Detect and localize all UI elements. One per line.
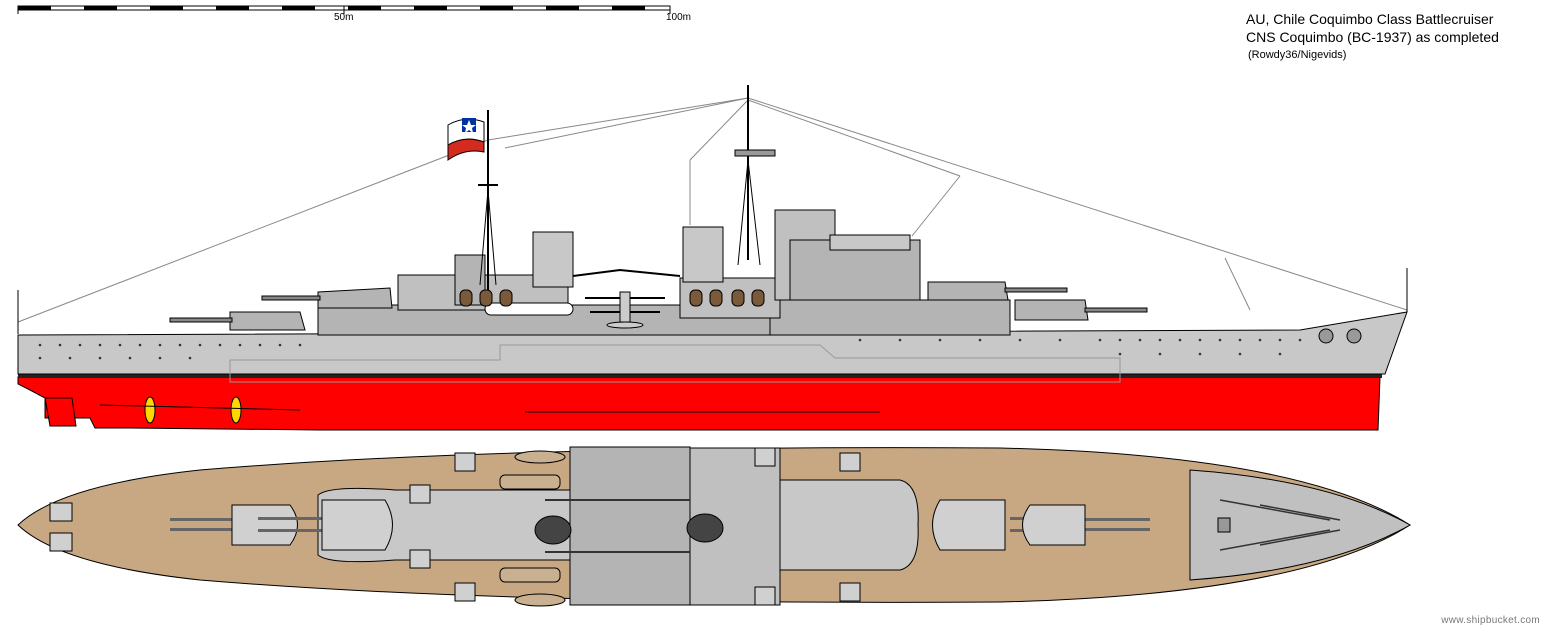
- scale-label-50m: 50m: [334, 12, 354, 23]
- ship-name-subtitle: CNS Coquimbo (BC-1937) as completed: [1246, 29, 1499, 45]
- secondary-turrets: [49, 447, 861, 606]
- boats-plan: [499, 450, 566, 607]
- turret-a-plan: [170, 504, 298, 546]
- turret-x-profile: [927, 281, 1068, 301]
- boot-topping: [18, 374, 1382, 378]
- author-credit: (Rowdy36/Nigevids): [1248, 49, 1347, 61]
- forward-funnel: [532, 231, 574, 288]
- armor-belt-outline: [229, 344, 1121, 383]
- turret-y-profile: [1014, 299, 1148, 321]
- aft-funnel-top: [686, 513, 724, 543]
- scale-label-100m: 100m: [666, 12, 692, 23]
- propeller-icon: [144, 396, 156, 424]
- propeller-icon: [230, 396, 242, 424]
- anchor-icon: [1318, 328, 1334, 344]
- deckhouse-ports: [459, 289, 765, 307]
- watermark: www.shipbucket.com: [1441, 615, 1540, 626]
- floatplane-icon: [585, 291, 665, 329]
- anchor-chains: [1219, 499, 1341, 551]
- aft-funnel: [682, 226, 724, 283]
- chile-flag-icon: [447, 118, 485, 161]
- turret-b-profile: [261, 287, 393, 309]
- crane-gantry: [572, 268, 681, 277]
- turret-b-plan: [258, 499, 393, 551]
- rudder: [44, 397, 77, 427]
- aft-deckhouse: [769, 299, 1011, 336]
- scale-bar: [17, 5, 671, 14]
- turret-a-profile: [169, 311, 306, 331]
- ship-class-title: AU, Chile Coquimbo Class Battlecruiser: [1246, 11, 1494, 27]
- forward-funnel-top: [534, 515, 572, 545]
- central-superstructure: [569, 446, 691, 606]
- turret-y-plan: [1022, 504, 1150, 546]
- hull-below-waterline: [17, 376, 1381, 431]
- side-profile: [17, 85, 1408, 431]
- plan-view: [17, 446, 1412, 607]
- ships-boat: [484, 302, 574, 316]
- bow-deck: [1189, 469, 1412, 581]
- aft-deckhouse-plan: [779, 479, 919, 571]
- anchor-icon: [1346, 328, 1362, 344]
- rigging-lines: [17, 97, 1408, 323]
- portholes: [38, 338, 1302, 360]
